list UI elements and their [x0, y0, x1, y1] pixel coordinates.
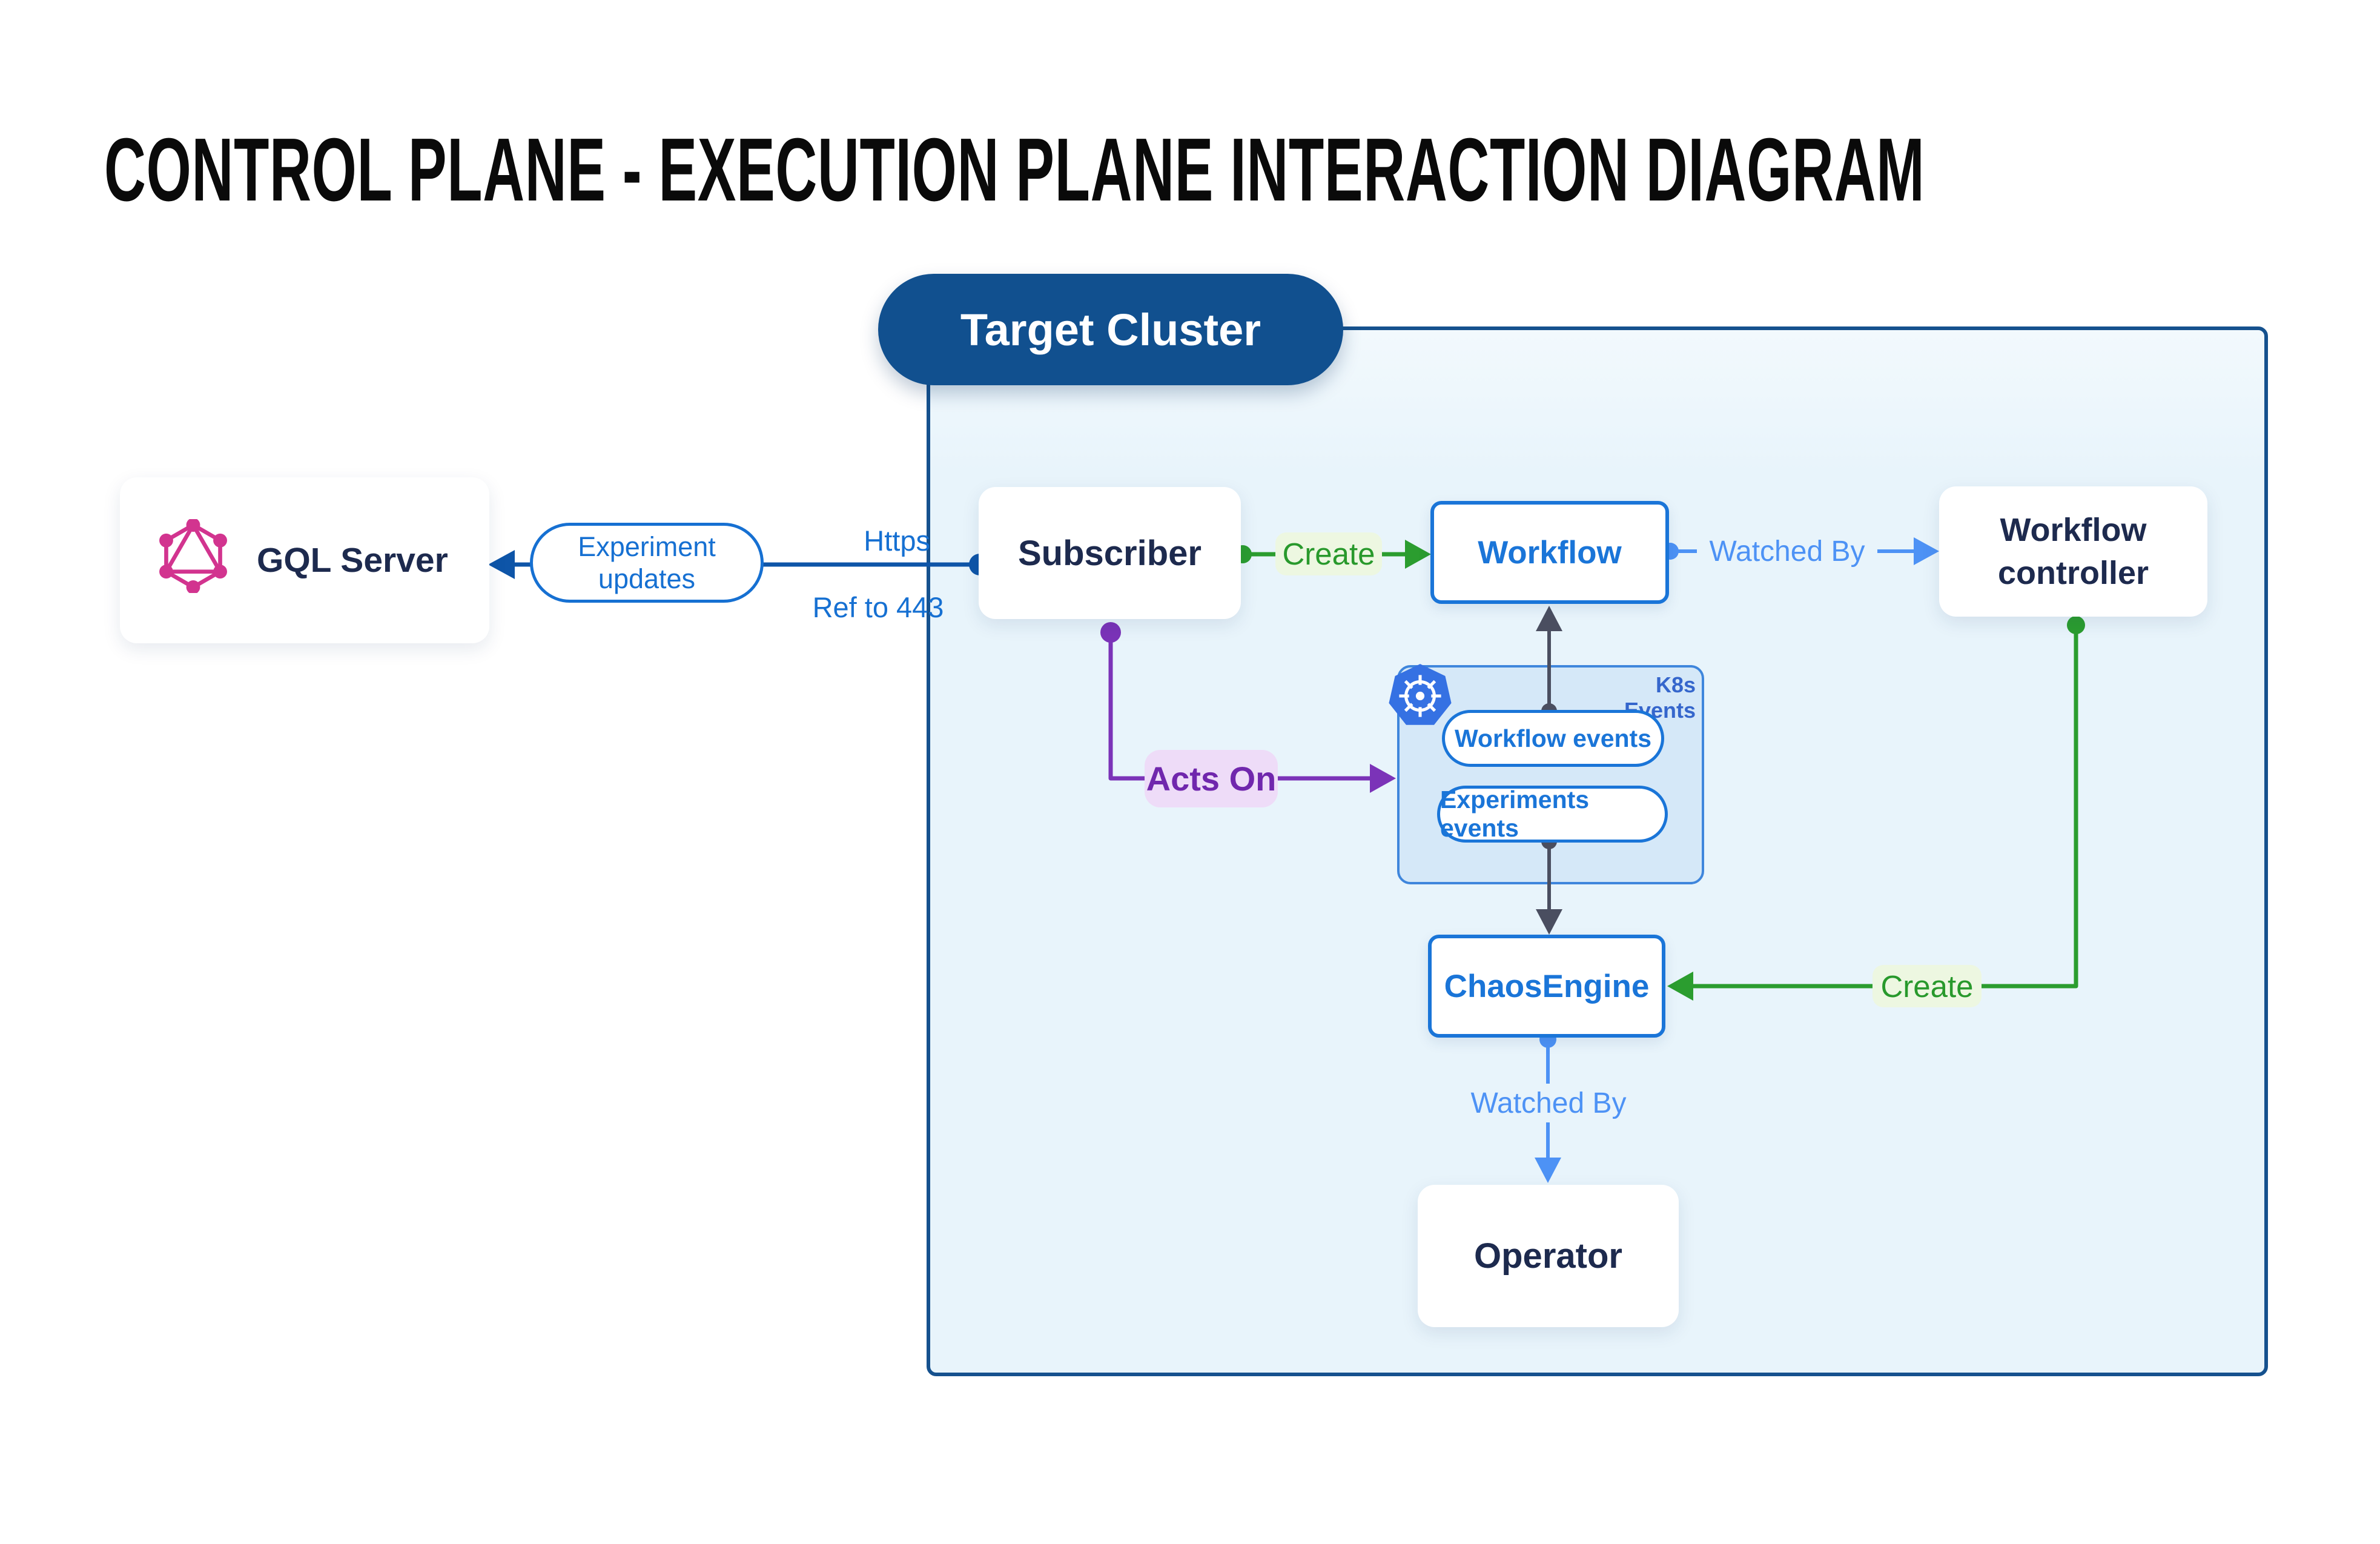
- node-gql-server: GQL Server: [120, 477, 489, 643]
- target-cluster-label: Target Cluster: [960, 304, 1261, 355]
- workflow-events-label: Workflow events: [1454, 724, 1652, 752]
- create-chaos-label: Create: [1873, 965, 1982, 1007]
- operator-label: Operator: [1474, 1236, 1622, 1276]
- acts-on-label: Acts On: [1145, 750, 1278, 807]
- create-workflow-label: Create: [1275, 532, 1382, 575]
- gql-server-label: GQL Server: [257, 541, 448, 580]
- chaos-engine-label: ChaosEngine: [1444, 968, 1650, 1004]
- subscriber-label: Subscriber: [1018, 533, 1202, 573]
- kubernetes-logo-icon: [1386, 660, 1455, 735]
- workflow-events-pill: Workflow events: [1442, 710, 1664, 767]
- watched-by-operator-label: Watched By: [1458, 1084, 1639, 1122]
- experiment-updates-badge: Experiment updates: [530, 523, 764, 603]
- page-title: CONTROL PLANE - EXECUTION PLANE INTERACT…: [104, 120, 1925, 220]
- edge-events-to-chaos-line: [1536, 833, 1562, 935]
- workflow-label: Workflow: [1478, 534, 1622, 571]
- node-chaos-engine: ChaosEngine: [1428, 935, 1665, 1038]
- experiment-updates-label: Experiment updates: [578, 531, 716, 594]
- node-subscriber: Subscriber: [979, 487, 1241, 619]
- node-workflow-controller: Workflow controller: [1939, 486, 2207, 617]
- experiments-events-pill: Experiments events: [1437, 786, 1668, 843]
- graphql-logo-icon: [157, 518, 229, 601]
- edge-create-chaos-line: [1667, 616, 2085, 1001]
- node-workflow: Workflow: [1430, 501, 1669, 604]
- edge-acts-on-line: [1100, 622, 1396, 793]
- https-label: Https: [864, 524, 930, 557]
- watched-by-controller-label: Watched By: [1697, 531, 1877, 571]
- workflow-controller-label: Workflow controller: [1997, 512, 2149, 591]
- target-cluster-badge: Target Cluster: [878, 274, 1343, 385]
- experiments-events-label: Experiments events: [1440, 786, 1590, 842]
- edge-events-to-workflow-line: [1536, 606, 1562, 719]
- node-operator: Operator: [1418, 1185, 1679, 1327]
- ref-to-443-label: Ref to 443: [812, 591, 944, 623]
